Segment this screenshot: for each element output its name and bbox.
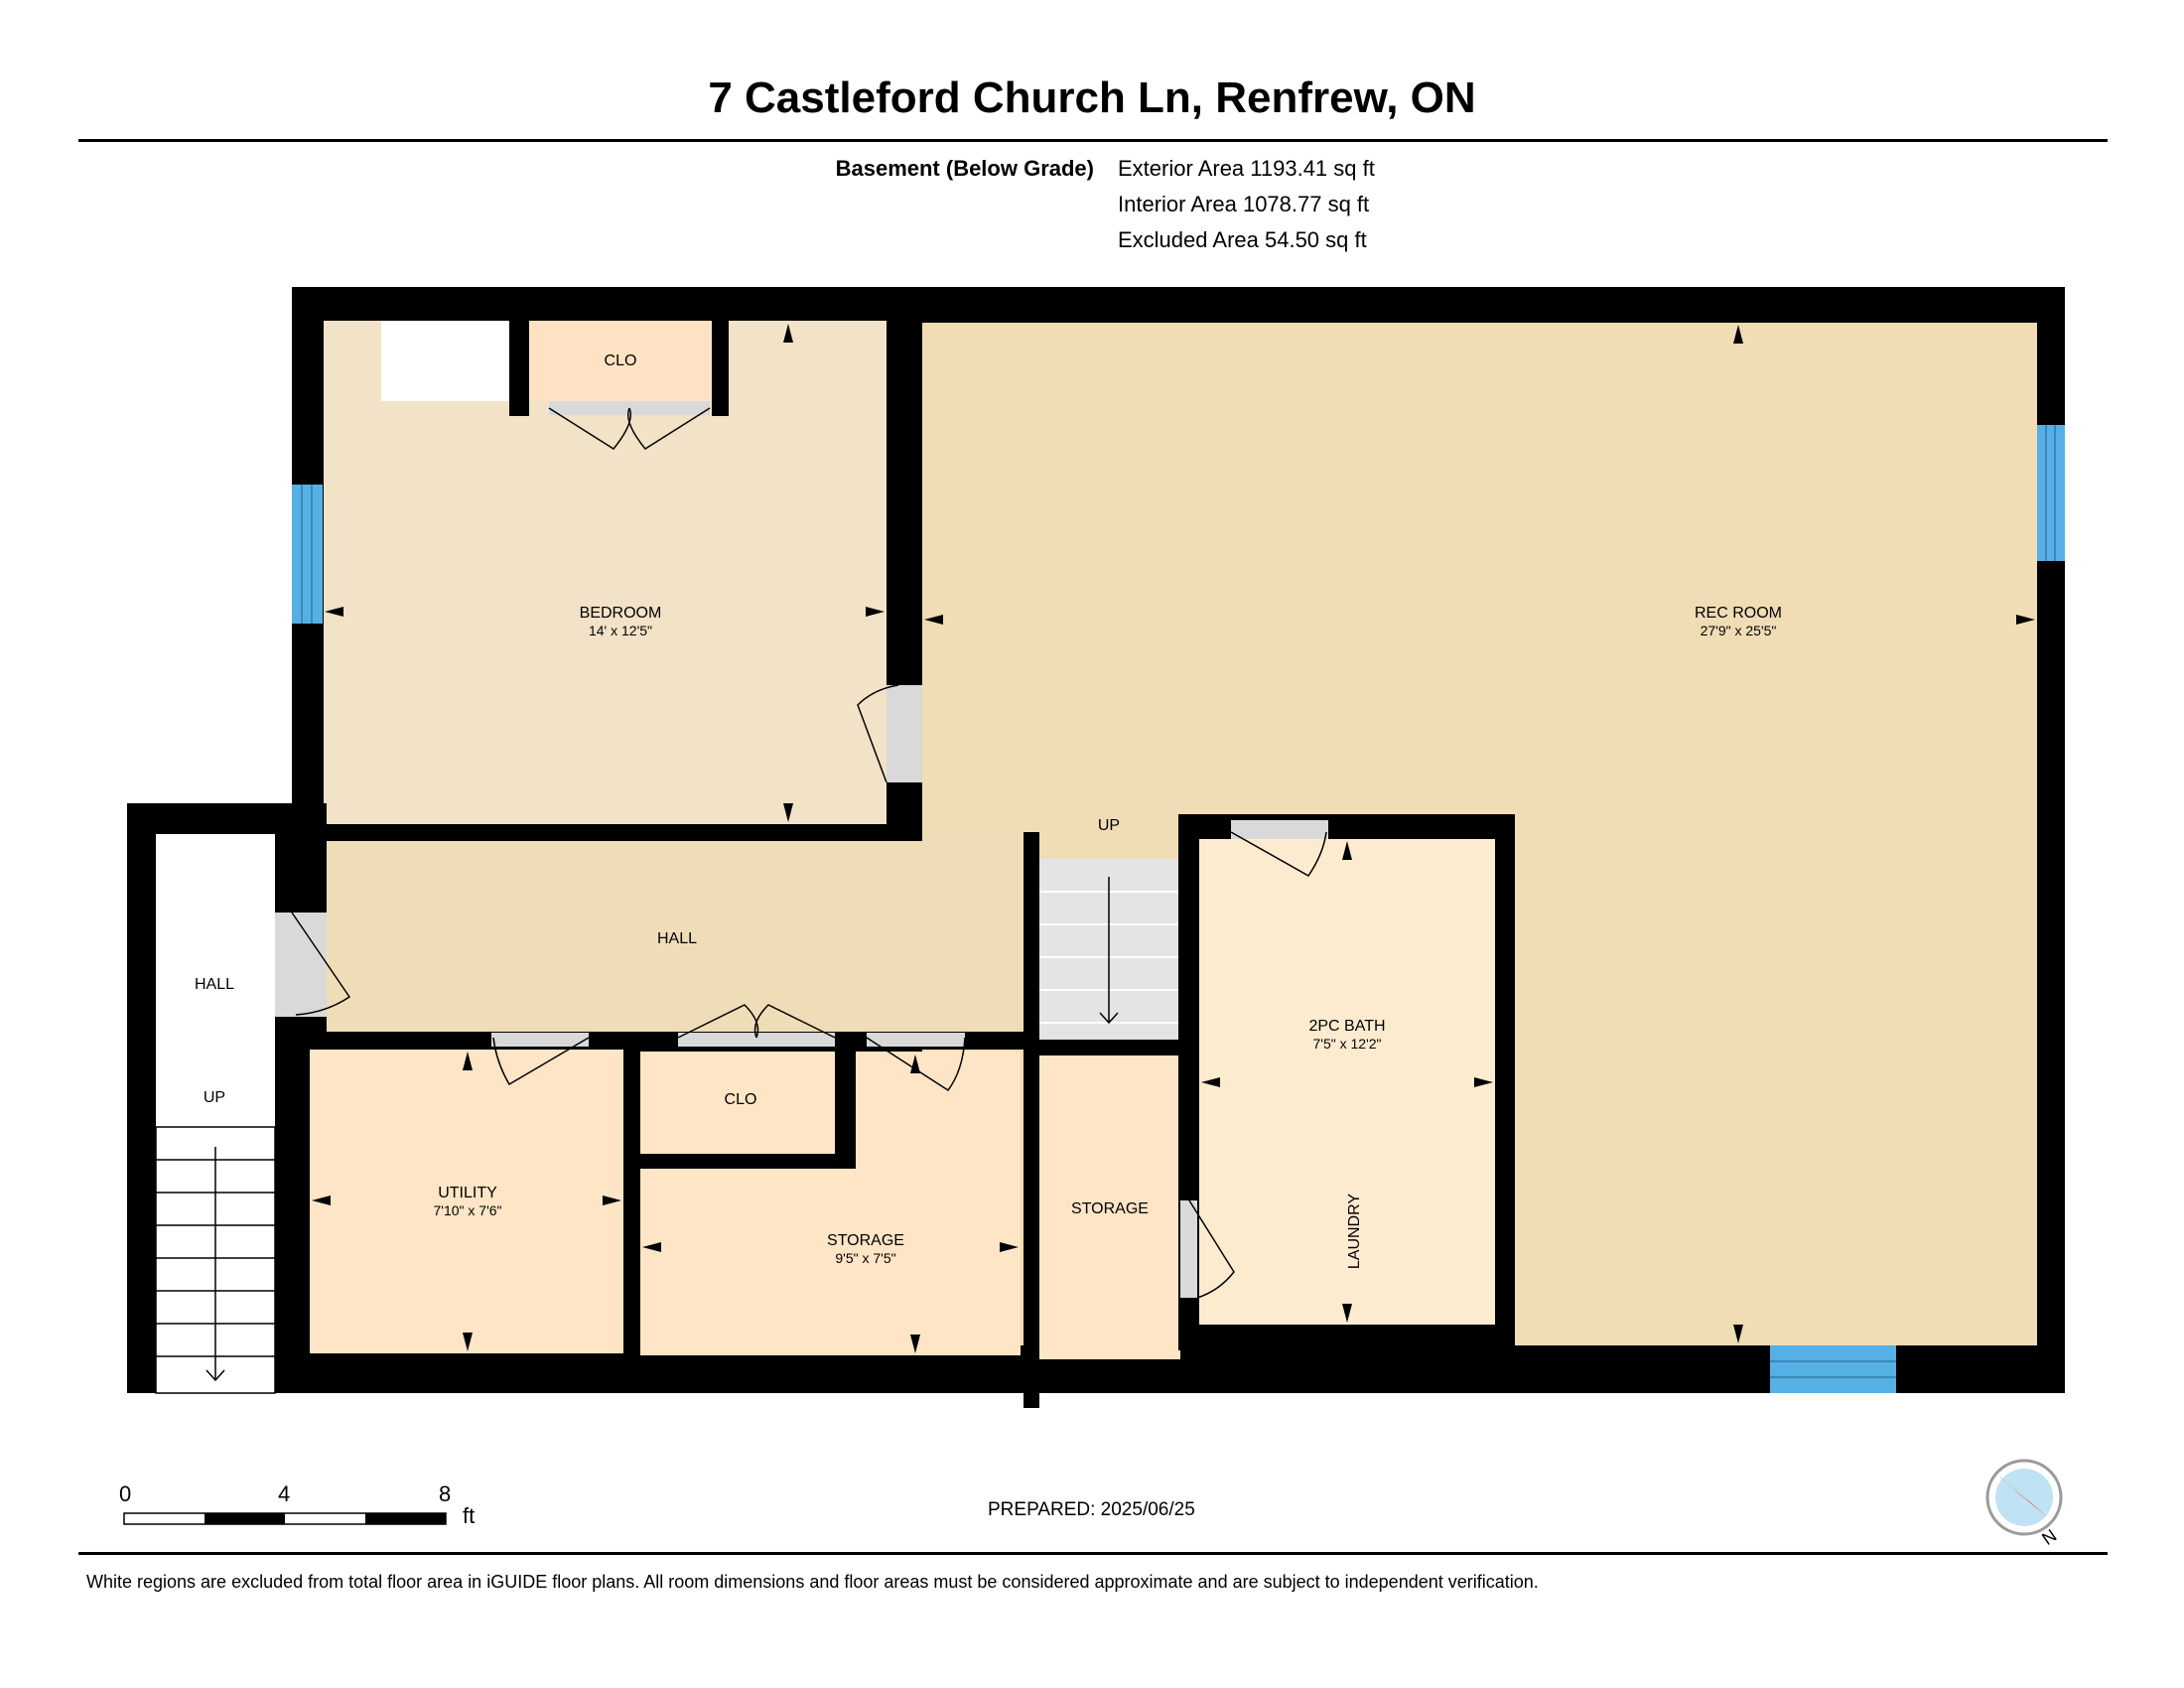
storage-a-label: STORAGE (827, 1232, 904, 1249)
closet-top-wall-left (509, 321, 529, 416)
page-title: 7 Castleford Church Ln, Renfrew, ON (708, 73, 1476, 122)
footer-divider (78, 1552, 2108, 1555)
window-rec-bottom (1770, 1345, 1896, 1393)
wall-side-hall-left (292, 803, 327, 913)
scale-tick-4: 4 (278, 1481, 291, 1506)
door-swing-closet-top (548, 407, 711, 450)
scale-unit: ft (463, 1503, 476, 1528)
wall-bath-right (1495, 814, 1515, 1345)
window-rec-right (2037, 425, 2065, 561)
storage-a-dims: 9'5" x 7'5" (835, 1250, 895, 1266)
closet-top-floor-2 (529, 321, 712, 401)
wall-utility-right (623, 1032, 640, 1359)
closet-top-wall-right (712, 321, 729, 416)
storage-b-label: STORAGE (1071, 1200, 1149, 1217)
wall-bath-top (1178, 814, 1515, 839)
up-side-label: UP (204, 1089, 225, 1106)
storage-a-floor (640, 1169, 1021, 1355)
door-swing-storage-b (1188, 1199, 1235, 1299)
storage-b-floor (1039, 1055, 1180, 1359)
stair-landing-floor (1039, 814, 1178, 859)
utility-floor (310, 1050, 623, 1353)
prepared-date: PREPARED: 2025/06/25 (988, 1499, 1195, 1520)
interior-area: Interior Area 1078.77 sq ft (1118, 192, 1370, 216)
wall-stair-bottom (1024, 1040, 1198, 1055)
utility-label: UTILITY (438, 1185, 497, 1201)
door-swing-utility (492, 1037, 590, 1086)
door-utility (491, 1033, 589, 1047)
hall-main-floor (327, 841, 1024, 1032)
closet-top-label: CLO (605, 352, 637, 369)
door-storage-b (1180, 1200, 1197, 1298)
window-bedroom (292, 485, 323, 624)
hall-side-label: HALL (195, 976, 234, 993)
level-label: Basement (Below Grade) (835, 156, 1094, 181)
exterior-area: Exterior Area 1193.41 sq ft (1118, 156, 1375, 181)
laundry-label: LAUNDRY (1346, 1194, 1363, 1270)
bath-floor (1199, 839, 1495, 1325)
door-side-hall (275, 913, 327, 1017)
door-swing-bath (1230, 831, 1327, 877)
closet-mid-floor (640, 1052, 835, 1154)
title-divider (78, 139, 2108, 142)
side-stair-arrow (205, 1147, 225, 1382)
wall-hall-rec (1024, 832, 1039, 1408)
door-swing-storage-a (866, 1037, 966, 1092)
door-swing-bedroom (857, 684, 899, 783)
center-stair-arrow (1099, 877, 1119, 1025)
rec-room-label: REC ROOM (1695, 605, 1782, 622)
scale-bar (123, 1512, 447, 1525)
bedroom-dims: 14' x 12'5" (589, 623, 652, 638)
bath-label: 2PC BATH (1308, 1018, 1385, 1035)
hall-connector-floor (888, 824, 1027, 844)
compass-icon (1985, 1459, 2063, 1536)
excluded-area: Excluded Area 54.50 sq ft (1118, 227, 1367, 252)
door-swing-side-hall (291, 912, 351, 1016)
door-bath (1231, 820, 1328, 839)
door-bedroom-rec (887, 685, 922, 782)
storage-a-floor-upper (856, 1052, 1021, 1171)
door-closet-mid (678, 1033, 835, 1047)
wall-bedroom-hall (324, 824, 922, 841)
wall-closet-bottom (640, 1154, 856, 1169)
wall-hall-bottom (292, 1032, 1039, 1050)
wall-closet-right (835, 1050, 856, 1159)
scale-tick-0: 0 (119, 1481, 132, 1506)
wall-bath-bottom (1178, 1325, 1515, 1346)
dimension-arrows (312, 324, 2035, 1353)
side-hall-floor (156, 834, 275, 1127)
bedroom-label: BEDROOM (580, 605, 662, 622)
utility-dims: 7'10" x 7'6" (434, 1202, 502, 1218)
white-excluded-nook-top (381, 321, 509, 401)
door-storage-a (867, 1033, 965, 1047)
rec-room-dims: 27'9" x 25'5" (1701, 623, 1777, 638)
door-swing-closet-mid (677, 1004, 836, 1039)
closet-mid-label: CLO (725, 1091, 757, 1108)
bath-dims: 7'5" x 12'2" (1313, 1036, 1382, 1052)
scale-tick-8: 8 (439, 1481, 452, 1506)
up-center-label: UP (1098, 817, 1120, 834)
hall-main-label: HALL (657, 930, 697, 947)
disclaimer: White regions are excluded from total fl… (86, 1572, 1539, 1592)
